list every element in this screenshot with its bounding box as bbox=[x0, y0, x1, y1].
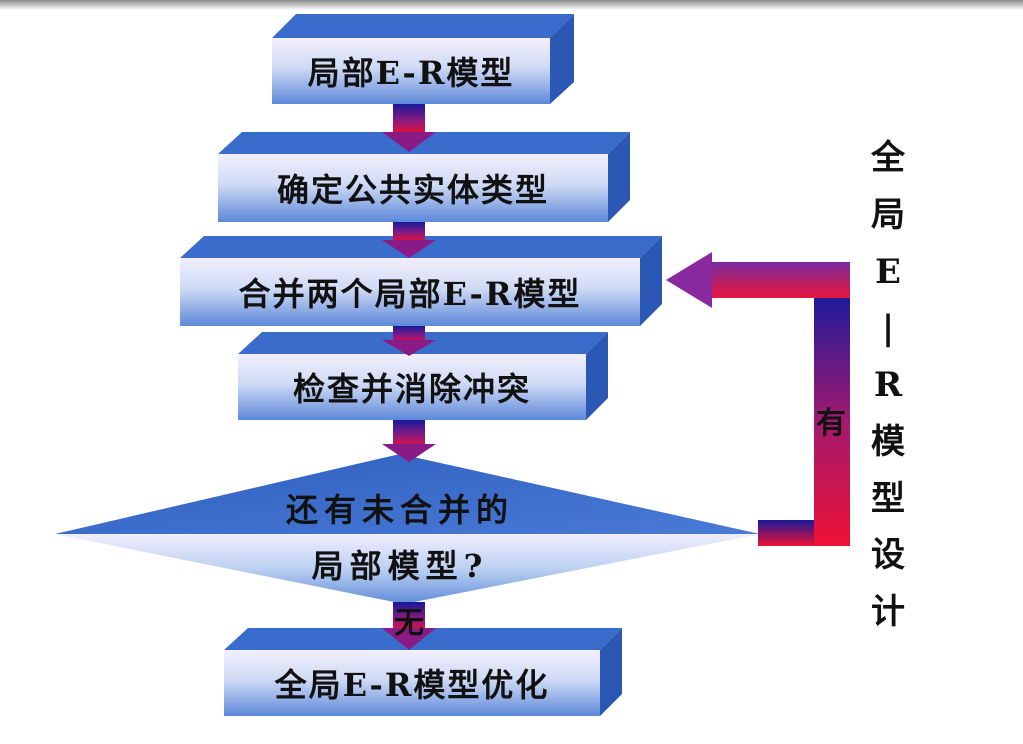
side-title-char: 局 bbox=[871, 194, 905, 235]
box-check-conflict bbox=[238, 332, 608, 420]
side-title-char: 模 bbox=[871, 421, 905, 462]
box-common-entity bbox=[218, 132, 630, 222]
decision-diamond bbox=[55, 454, 760, 604]
side-title-char: 设 bbox=[871, 535, 905, 576]
decision-line-1: 还有未合并的 bbox=[285, 491, 514, 529]
side-title-char: 计 bbox=[871, 592, 905, 632]
arrow-4-to-decision bbox=[382, 420, 436, 462]
side-title-vertical: 全 局 E | R 模 型 设 计 bbox=[858, 140, 918, 630]
arrow-3-to-4 bbox=[382, 326, 436, 356]
side-title-char: 型 bbox=[871, 478, 905, 519]
label-optimize: 全局E-R模型优化 bbox=[274, 666, 550, 704]
edge-label-yes: 有 bbox=[816, 406, 846, 441]
arrow-2-to-3 bbox=[382, 222, 436, 258]
arrow-1-to-2 bbox=[382, 104, 436, 152]
label-local-er: 局部E-R模型 bbox=[307, 54, 515, 92]
label-merge-two: 合并两个局部E-R模型 bbox=[238, 275, 582, 313]
label-common-entity: 确定公共实体类型 bbox=[276, 171, 549, 209]
box-local-er bbox=[272, 14, 574, 104]
side-title-char: R bbox=[873, 365, 903, 405]
loop-arrow bbox=[666, 252, 850, 546]
slide-top-bar bbox=[0, 0, 1023, 10]
decision-label: 还有未合并的 局部模型? bbox=[230, 478, 570, 598]
edge-label-no: 无 bbox=[394, 606, 424, 641]
arrow-decision-to-5 bbox=[382, 602, 436, 650]
side-title-char: 全 bbox=[871, 138, 905, 178]
label-check-conflict: 检查并消除冲突 bbox=[292, 370, 531, 408]
box-optimize bbox=[224, 628, 622, 716]
side-title-char: | bbox=[881, 308, 895, 349]
side-title-char: E bbox=[875, 251, 901, 292]
decision-line-2: 局部模型? bbox=[311, 547, 489, 585]
